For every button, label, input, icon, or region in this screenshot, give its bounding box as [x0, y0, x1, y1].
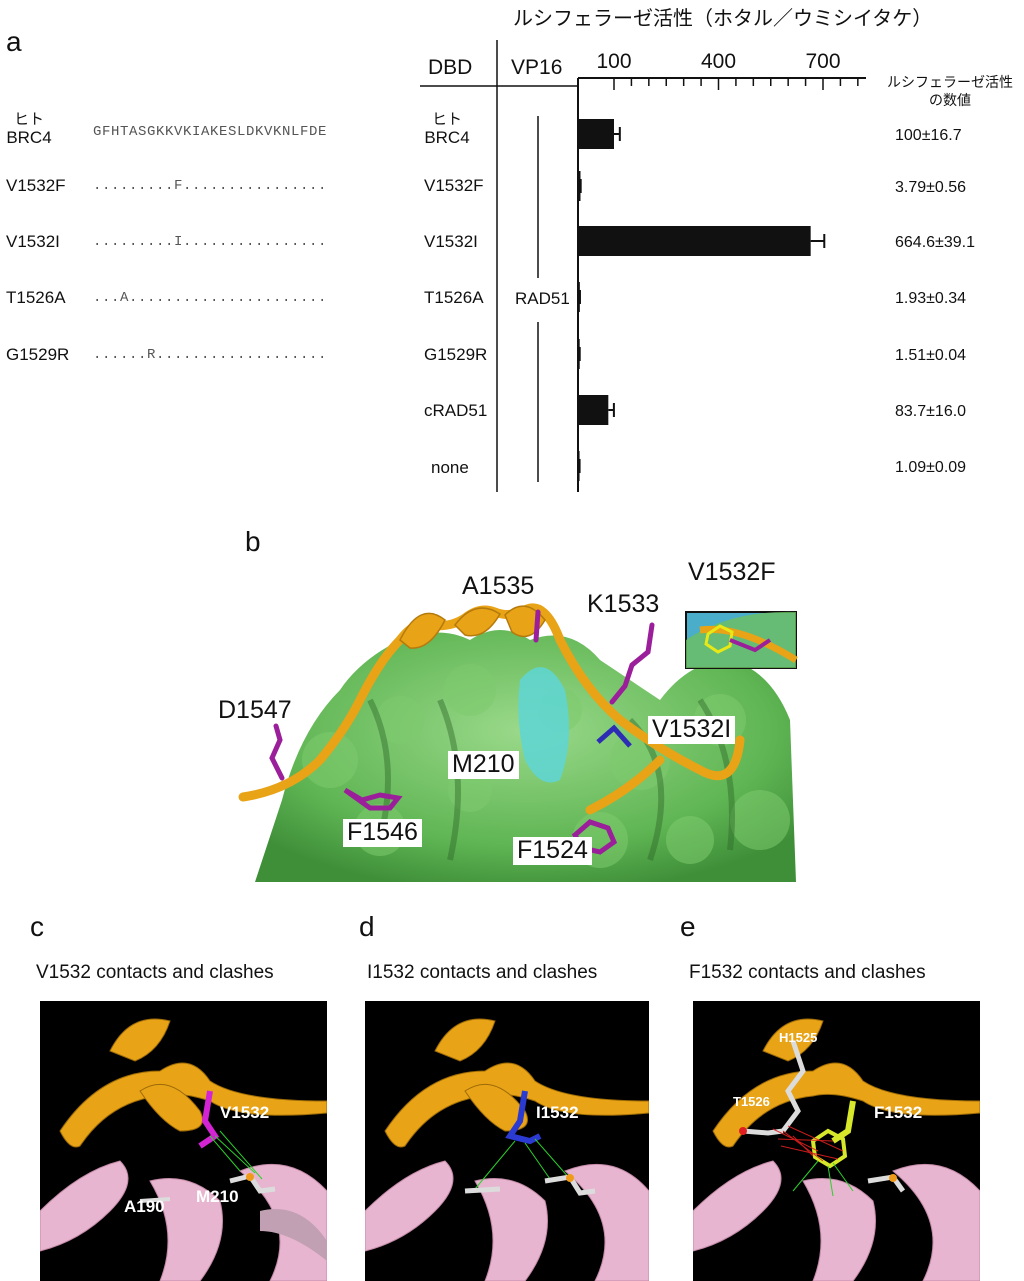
value-label: 664.6±39.1	[895, 234, 975, 251]
dbd-label: cRAD51	[424, 401, 488, 420]
bar	[578, 395, 609, 425]
dbd-label-human: ヒト BRC4	[424, 111, 470, 147]
bar	[578, 171, 581, 201]
vp16-rad51-label: RAD51	[515, 289, 570, 308]
reference-sequence: GFHTASGKKVKIAKESLDKVKNLFDE	[93, 124, 328, 140]
dbd-label: V1532I	[424, 232, 478, 251]
label-c-res: V1532	[220, 1103, 270, 1122]
label-e-t1526: T1526	[733, 1094, 770, 1109]
row-label: V1532I	[6, 232, 60, 251]
label-e-res: F1532	[874, 1103, 923, 1122]
label-f1524: F1524	[513, 836, 592, 865]
column-header-vp16: VP16	[511, 56, 563, 79]
structure-c	[40, 1001, 327, 1281]
label-a1535: A1535	[462, 572, 535, 600]
value-header: ルシフェラーゼ活性 の数値	[880, 74, 1020, 109]
value-header-line2: の数値	[929, 91, 971, 108]
bar	[578, 226, 811, 256]
label-d1547: D1547	[218, 696, 292, 724]
panel-letter-e: e	[680, 911, 696, 942]
panel-letter-c: c	[30, 911, 44, 942]
dbd-human-line1: ヒト	[431, 111, 462, 128]
bar	[578, 282, 580, 312]
label-c-a190: A190	[124, 1197, 165, 1216]
value-label: 1.09±0.09	[895, 459, 966, 476]
label-e-h1525: H1525	[779, 1030, 818, 1045]
row-sequence: ...A......................	[93, 290, 328, 306]
bar-chart: 100 400 700 100±16.7 3.79±0.56 664.6±39.1 1.93…	[578, 50, 975, 481]
row-sequence: .........I................	[93, 234, 328, 250]
label-m210: M210	[448, 750, 519, 779]
label-v1532f: V1532F	[688, 558, 776, 586]
x-tick-label: 100	[596, 50, 631, 73]
label-v1532i: V1532I	[648, 715, 736, 744]
row-label: T1526A	[6, 288, 66, 307]
error-bar	[810, 234, 826, 248]
binding-pocket	[518, 667, 569, 783]
caption-c: V1532 contacts and clashes	[36, 962, 274, 983]
column-header-dbd: DBD	[428, 56, 473, 79]
caption-e: F1532 contacts and clashes	[689, 962, 926, 983]
value-label: 3.79±0.56	[895, 179, 966, 196]
label-d-res: I1532	[536, 1103, 579, 1122]
row-sequence: .........F................	[93, 178, 328, 194]
human-label-line2: BRC4	[6, 127, 52, 147]
error-bar	[614, 127, 621, 141]
error-bar	[608, 403, 615, 417]
dbd-label: V1532F	[424, 176, 484, 195]
value-label: 83.7±16.0	[895, 403, 966, 420]
value-label: 1.93±0.34	[895, 290, 966, 307]
value-label: 100±16.7	[895, 127, 962, 144]
label-c-m210: M210	[196, 1187, 239, 1206]
row-sequence: ......R...................	[93, 347, 328, 363]
dbd-label: none	[431, 458, 469, 477]
row-label: V1532F	[6, 176, 66, 195]
dbd-label: G1529R	[424, 345, 488, 364]
row-label-human: ヒト BRC4	[6, 111, 52, 147]
human-label-line1: ヒト	[13, 111, 44, 128]
chart-title: ルシフェラーゼ活性（ホタル／ウミシイタケ）	[513, 8, 933, 30]
panel-letter-a: a	[6, 26, 22, 57]
value-label: 1.51±0.04	[895, 347, 966, 364]
structure-e	[693, 1001, 980, 1281]
x-tick-label: 700	[805, 50, 840, 73]
panel-letter-d: d	[359, 911, 375, 942]
structure-b	[238, 603, 798, 882]
caption-d: I1532 contacts and clashes	[367, 962, 598, 983]
x-tick-label: 400	[701, 50, 736, 73]
structure-d	[365, 1001, 649, 1281]
value-header-line1: ルシフェラーゼ活性	[887, 74, 1013, 90]
dbd-label: T1526A	[424, 288, 484, 307]
row-label: G1529R	[6, 345, 70, 364]
dbd-human-line2: BRC4	[424, 127, 470, 147]
label-k1533: K1533	[587, 590, 660, 618]
bar	[578, 119, 614, 149]
panel-letter-b: b	[245, 526, 261, 557]
label-f1546: F1546	[343, 818, 422, 847]
